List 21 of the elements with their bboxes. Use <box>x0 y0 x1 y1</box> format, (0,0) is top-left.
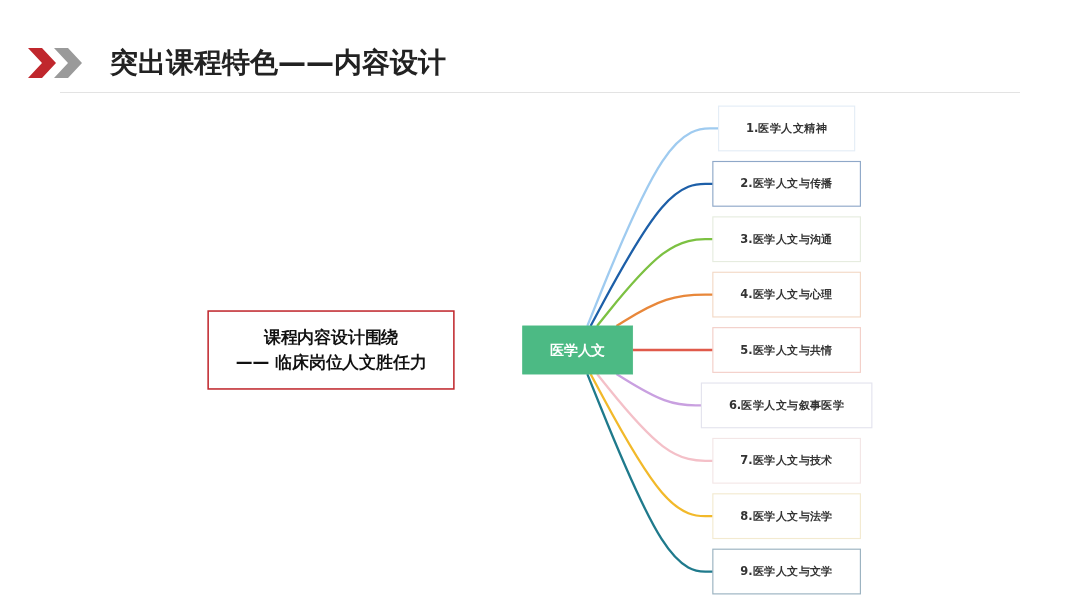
node-box: 4.医学人文与心理 <box>712 271 861 318</box>
node-box: 3.医学人文与沟通 <box>712 216 861 263</box>
connector <box>586 127 719 327</box>
node-box: 2.医学人文与传播 <box>712 160 861 207</box>
connector <box>615 373 702 407</box>
connector <box>632 348 713 352</box>
node-box: 6.医学人文与叙事医学 <box>700 382 873 429</box>
connector <box>615 293 713 327</box>
node-box: 8.医学人文与法学 <box>712 493 861 540</box>
node-box: 9.医学人文与文学 <box>712 548 861 595</box>
node-box: 1.医学人文精神 <box>718 105 856 152</box>
node-box: 课程内容设计围绕 —— 临床岗位人文胜任力 <box>207 310 455 390</box>
connector <box>596 373 713 462</box>
node-box: 5.医学人文与共情 <box>712 327 861 373</box>
node-box: 医学人文 <box>522 325 633 375</box>
connector <box>596 238 713 327</box>
slide-title: 突出课程特色——内容设计 <box>110 45 446 81</box>
connector <box>589 182 713 327</box>
node-box: 7.医学人文与技术 <box>712 437 861 484</box>
connector <box>589 373 713 518</box>
connector <box>586 373 713 573</box>
